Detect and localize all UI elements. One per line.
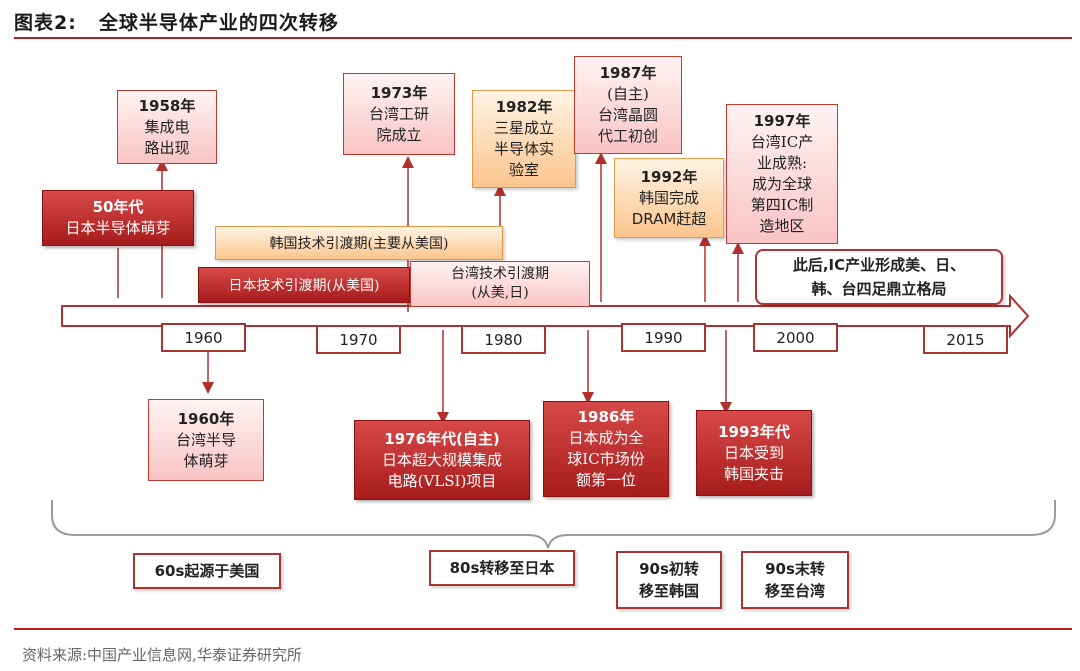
bottom-rule	[14, 628, 1072, 630]
figure-label: 图表2:	[14, 12, 77, 34]
era-90s-early-korea: 90s初转 移至韩国	[616, 551, 722, 609]
period-japan-transfer: 日本技术引渡期(从美国)	[198, 267, 410, 303]
period-korea-transfer: 韩国技术引渡期(主要从美国)	[215, 226, 503, 260]
event-1992: 1992年 韩国完成 DRAM赶超	[614, 158, 724, 238]
tick-1980: 1980	[461, 325, 546, 354]
era-60s-usa: 60s起源于美国	[133, 553, 281, 589]
tick-1990: 1990	[621, 323, 706, 352]
event-1982: 1982年 三星成立 半导体实 验室	[472, 90, 576, 188]
event-1993: 1993年代 日本受到 韩国夹击	[696, 410, 812, 496]
event-1958: 1958年 集成电 路出现	[117, 90, 217, 164]
tick-1960: 1960	[161, 323, 246, 352]
tick-2000: 2000	[753, 323, 838, 352]
figure-title: 图表2: 全球半导体产业的四次转移	[14, 8, 361, 35]
event-1986: 1986年 日本成为全 球IC市场份 额第一位	[543, 401, 669, 497]
event-1976: 1976年代(自主) 日本超大规模集成 电路(VLSI)项目	[354, 420, 530, 500]
tick-1970: 1970	[316, 325, 401, 354]
figure-title-text: 全球半导体产业的四次转移	[98, 12, 339, 34]
era-90s-late-taiwan: 90s末转 移至台湾	[741, 551, 849, 609]
event-1960: 1960年 台湾半导 体萌芽	[148, 399, 264, 481]
period-taiwan-transfer: 台湾技术引渡期 (从美,日)	[410, 261, 590, 307]
event-1987: 1987年 (自主) 台湾晶圆 代工初创	[574, 56, 682, 154]
era-brace	[51, 500, 1056, 549]
era-80s-japan: 80s转移至日本	[429, 550, 575, 586]
event-1997: 1997年 台湾IC产 业成熟: 成为全球 第四IC制 造地区	[726, 104, 838, 244]
top-rule	[14, 37, 1072, 39]
tick-2015: 2015	[923, 325, 1008, 354]
event-1973: 1973年 台湾工研 院成立	[343, 73, 455, 155]
period-japan-bud: 50年代 日本半导体萌芽	[42, 190, 194, 246]
after-note: 此后,IC产业形成美、日、 韩、台四足鼎立格局	[755, 249, 1003, 305]
source-note: 资料来源:中国产业信息网,华泰证券研究所	[22, 646, 302, 664]
